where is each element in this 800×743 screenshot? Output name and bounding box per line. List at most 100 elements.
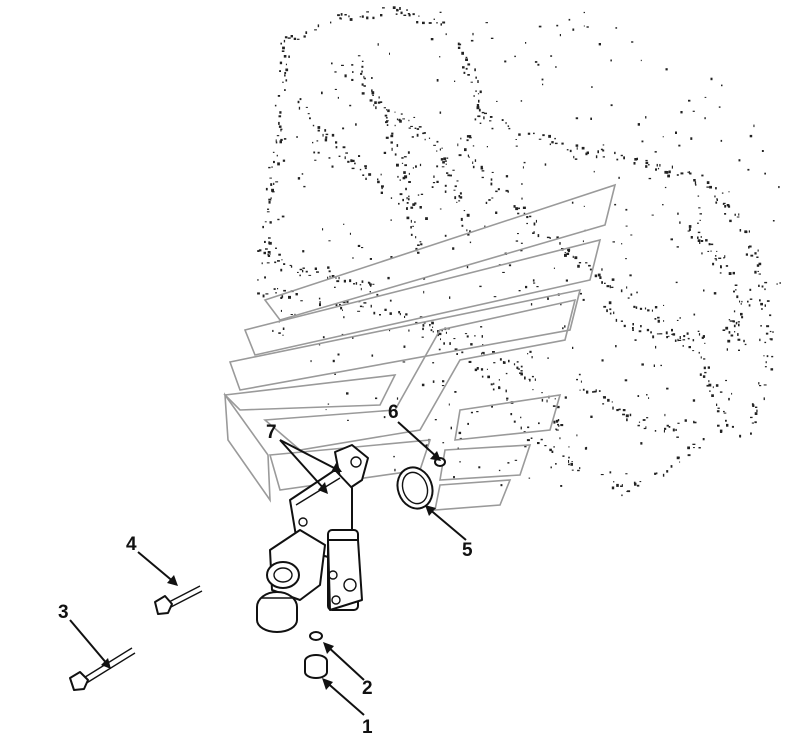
- engine-speck: [469, 241, 472, 244]
- engine-speck: [708, 383, 712, 387]
- engine-speck: [283, 289, 286, 292]
- engine-speck: [637, 395, 640, 397]
- engine-speck: [473, 95, 475, 97]
- engine-speck: [436, 140, 439, 143]
- engine-speck: [616, 409, 619, 412]
- engine-speck: [759, 338, 761, 342]
- engine-speck: [645, 426, 647, 429]
- engine-speck: [390, 141, 393, 144]
- engine-speck: [322, 336, 325, 339]
- engine-speck: [266, 262, 270, 264]
- engine-speck: [569, 149, 572, 153]
- engine-speck: [728, 331, 731, 334]
- engine-speck: [329, 275, 331, 278]
- engine-speck: [489, 120, 492, 122]
- engine-speck: [517, 233, 519, 235]
- engine-speck: [439, 208, 442, 210]
- engine-speck: [615, 318, 618, 322]
- engine-speck: [396, 397, 399, 400]
- engine-speck: [389, 329, 391, 332]
- engine-speck: [600, 474, 604, 476]
- engine-speck: [361, 92, 365, 95]
- engine-speck: [515, 207, 519, 211]
- engine-speck: [397, 175, 399, 178]
- engine-speck: [706, 186, 709, 188]
- engine-speck: [529, 215, 532, 218]
- engine-speck: [467, 63, 471, 66]
- engine-speck: [748, 230, 750, 233]
- engine-speck: [598, 390, 601, 392]
- leader-2: [325, 644, 365, 681]
- engine-speck: [364, 167, 367, 170]
- engine-speck: [391, 132, 394, 135]
- engine-speck: [555, 419, 559, 423]
- engine-speck: [454, 348, 458, 351]
- engine-speck: [431, 321, 434, 325]
- engine-speck: [644, 307, 647, 310]
- engine-speck: [284, 72, 287, 74]
- engine-speck: [710, 77, 713, 81]
- engine-speck: [417, 194, 420, 196]
- engine-speck: [707, 366, 710, 369]
- engine-speck: [335, 141, 338, 144]
- engine-speck: [452, 169, 455, 171]
- engine-speck: [734, 213, 736, 216]
- engine-speck: [598, 43, 601, 46]
- engine-speck: [532, 389, 534, 391]
- engine-speck: [371, 91, 375, 95]
- engine-speck: [575, 256, 578, 259]
- engine-speck: [733, 324, 736, 328]
- engine-speck: [692, 110, 695, 112]
- engine-speck: [267, 251, 271, 254]
- engine-speck: [261, 262, 263, 265]
- engine-speck: [470, 411, 473, 414]
- engine-speck: [747, 168, 750, 171]
- engine-speck: [611, 486, 615, 490]
- engine-speck: [400, 11, 403, 15]
- engine-speck: [476, 104, 480, 107]
- engine-speck: [420, 193, 424, 195]
- engine-speck: [657, 319, 660, 323]
- engine-speck: [572, 28, 575, 31]
- engine-speck: [406, 197, 408, 200]
- engine-speck: [750, 254, 754, 257]
- engine-speck: [606, 309, 608, 313]
- engine-speck: [736, 216, 740, 218]
- engine-speck: [407, 151, 410, 154]
- engine-speck: [701, 252, 703, 255]
- engine-speck: [610, 104, 613, 107]
- engine-speck: [561, 142, 564, 145]
- engine-speck: [436, 165, 439, 168]
- engine-speck: [385, 117, 388, 119]
- engine-speck: [524, 446, 527, 448]
- engine-speck: [408, 198, 410, 201]
- engine-speck: [726, 348, 728, 351]
- engine-speck: [396, 163, 399, 167]
- engine-speck: [344, 14, 347, 16]
- leader-5: [427, 507, 467, 541]
- engine-speck: [465, 67, 468, 70]
- engine-speck: [319, 301, 321, 304]
- engine-speck: [464, 333, 468, 335]
- engine-speck: [355, 123, 357, 126]
- engine-speck: [688, 346, 691, 349]
- engine-speck: [477, 115, 481, 118]
- engine-speck: [381, 187, 383, 190]
- engine-speck: [592, 391, 595, 393]
- engine-speck: [697, 231, 701, 234]
- engine-speck: [476, 367, 479, 370]
- engine-speck: [593, 170, 595, 173]
- engine-speck: [418, 15, 420, 17]
- engine-speck: [401, 162, 404, 164]
- engine-speck: [651, 309, 653, 312]
- engine-speck: [344, 156, 346, 160]
- engine-speck: [564, 325, 566, 328]
- engine-speck: [586, 390, 589, 394]
- engine-speck: [641, 140, 644, 143]
- engine-speck: [611, 401, 613, 403]
- engine-speck: [477, 93, 480, 95]
- engine-speck: [365, 177, 367, 180]
- engine-speck: [419, 241, 422, 243]
- engine-speck: [352, 159, 355, 162]
- engine-speck: [654, 151, 657, 153]
